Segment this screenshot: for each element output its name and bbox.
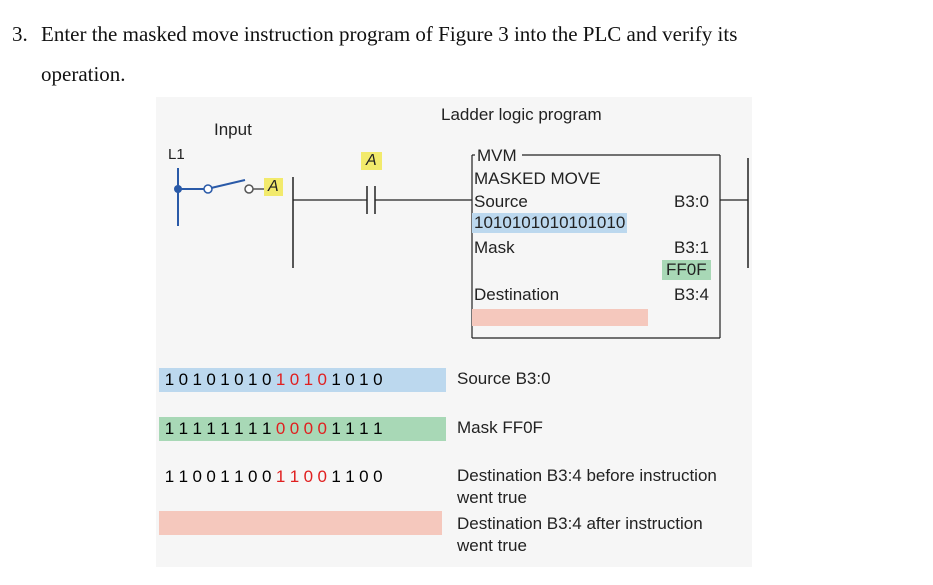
destination-value-box xyxy=(472,309,648,326)
mask-value: FF0F xyxy=(662,260,711,280)
destination-address: B3:4 xyxy=(674,285,709,304)
mask-bit: 1 xyxy=(345,419,356,438)
mask-bit: 1 xyxy=(359,419,370,438)
before-bit: 1 xyxy=(164,467,176,486)
after-row-label-line2: went true xyxy=(457,536,527,555)
mask-bit: 1 xyxy=(192,419,203,438)
mvm-description: MASKED MOVE xyxy=(474,169,601,188)
input-label: Input xyxy=(214,120,252,139)
mask-bit: 0 xyxy=(275,419,287,438)
mvm-name: MVM xyxy=(477,146,517,165)
mask-bit: 1 xyxy=(234,419,245,438)
mask-bit: 1 xyxy=(373,419,384,438)
source-bit: 0 xyxy=(234,370,245,389)
question-number: 3. xyxy=(12,22,28,46)
before-bit: 0 xyxy=(373,467,384,486)
switch-terminal-2 xyxy=(244,184,254,194)
source-address: B3:0 xyxy=(674,192,709,211)
before-bit: 0 xyxy=(192,467,203,486)
before-bit: 1 xyxy=(234,467,245,486)
source-bit: 1 xyxy=(331,370,342,389)
after-row-label-line1: Destination B3:4 after instruction xyxy=(457,514,703,533)
mask-bit: 0 xyxy=(303,419,315,438)
mask-bit: 1 xyxy=(206,419,217,438)
before-bit: 1 xyxy=(275,467,287,486)
question-text-line2: operation. xyxy=(41,62,126,86)
mask-bit: 1 xyxy=(248,419,259,438)
ladder-title: Ladder logic program xyxy=(441,105,602,124)
before-bit: 1 xyxy=(345,467,356,486)
source-bit: 0 xyxy=(345,370,356,389)
switch-blade xyxy=(210,179,246,189)
question-text-line1: Enter the masked move instruction progra… xyxy=(41,22,738,46)
source-bit: 1 xyxy=(192,370,203,389)
mask-row-label: Mask FF0F xyxy=(457,418,543,437)
source-bit: 1 xyxy=(359,370,370,389)
before-row-label-line1: Destination B3:4 before instruction xyxy=(457,466,717,485)
source-value: 1010101010101010 xyxy=(472,213,628,233)
mask-bit: 1 xyxy=(178,419,190,438)
source-row-label: Source B3:0 xyxy=(457,369,551,388)
before-bit: 1 xyxy=(178,467,190,486)
before-bit: 1 xyxy=(331,467,342,486)
source-bit: 0 xyxy=(289,370,301,389)
mask-bit: 1 xyxy=(331,419,342,438)
mask-address: B3:1 xyxy=(674,238,709,257)
mask-bit: 0 xyxy=(289,419,301,438)
destination-label: Destination xyxy=(474,285,560,304)
source-bit: 0 xyxy=(261,370,273,389)
switch-tag: A xyxy=(264,178,283,196)
source-bit: 1 xyxy=(164,370,176,389)
source-bit: 1 xyxy=(220,370,231,389)
l1-label: L1 xyxy=(168,146,185,163)
switch-terminal-1 xyxy=(203,184,213,194)
source-bit: 1 xyxy=(303,370,315,389)
before-row-label-line2: went true xyxy=(457,488,527,507)
before-bit: 0 xyxy=(261,467,273,486)
mask-bit: 1 xyxy=(220,419,231,438)
before-bit: 1 xyxy=(289,467,301,486)
contact-tag: A xyxy=(361,152,382,170)
source-label: Source xyxy=(474,192,528,211)
before-bit: 0 xyxy=(303,467,315,486)
figure-panel xyxy=(156,97,752,567)
source-bit: 0 xyxy=(317,370,328,389)
source-bit: 0 xyxy=(178,370,190,389)
mask-bit: 0 xyxy=(317,419,328,438)
before-bit: 0 xyxy=(248,467,259,486)
before-bit: 0 xyxy=(359,467,370,486)
mask-label: Mask xyxy=(474,238,515,257)
after-bits-box xyxy=(159,511,442,535)
mask-bit: 1 xyxy=(164,419,176,438)
before-bit: 0 xyxy=(317,467,328,486)
source-bit: 0 xyxy=(206,370,217,389)
source-bit: 1 xyxy=(275,370,287,389)
source-bit: 0 xyxy=(373,370,384,389)
before-bit: 0 xyxy=(206,467,217,486)
before-bit: 1 xyxy=(220,467,231,486)
source-bit: 1 xyxy=(248,370,259,389)
mask-bit: 1 xyxy=(261,419,273,438)
